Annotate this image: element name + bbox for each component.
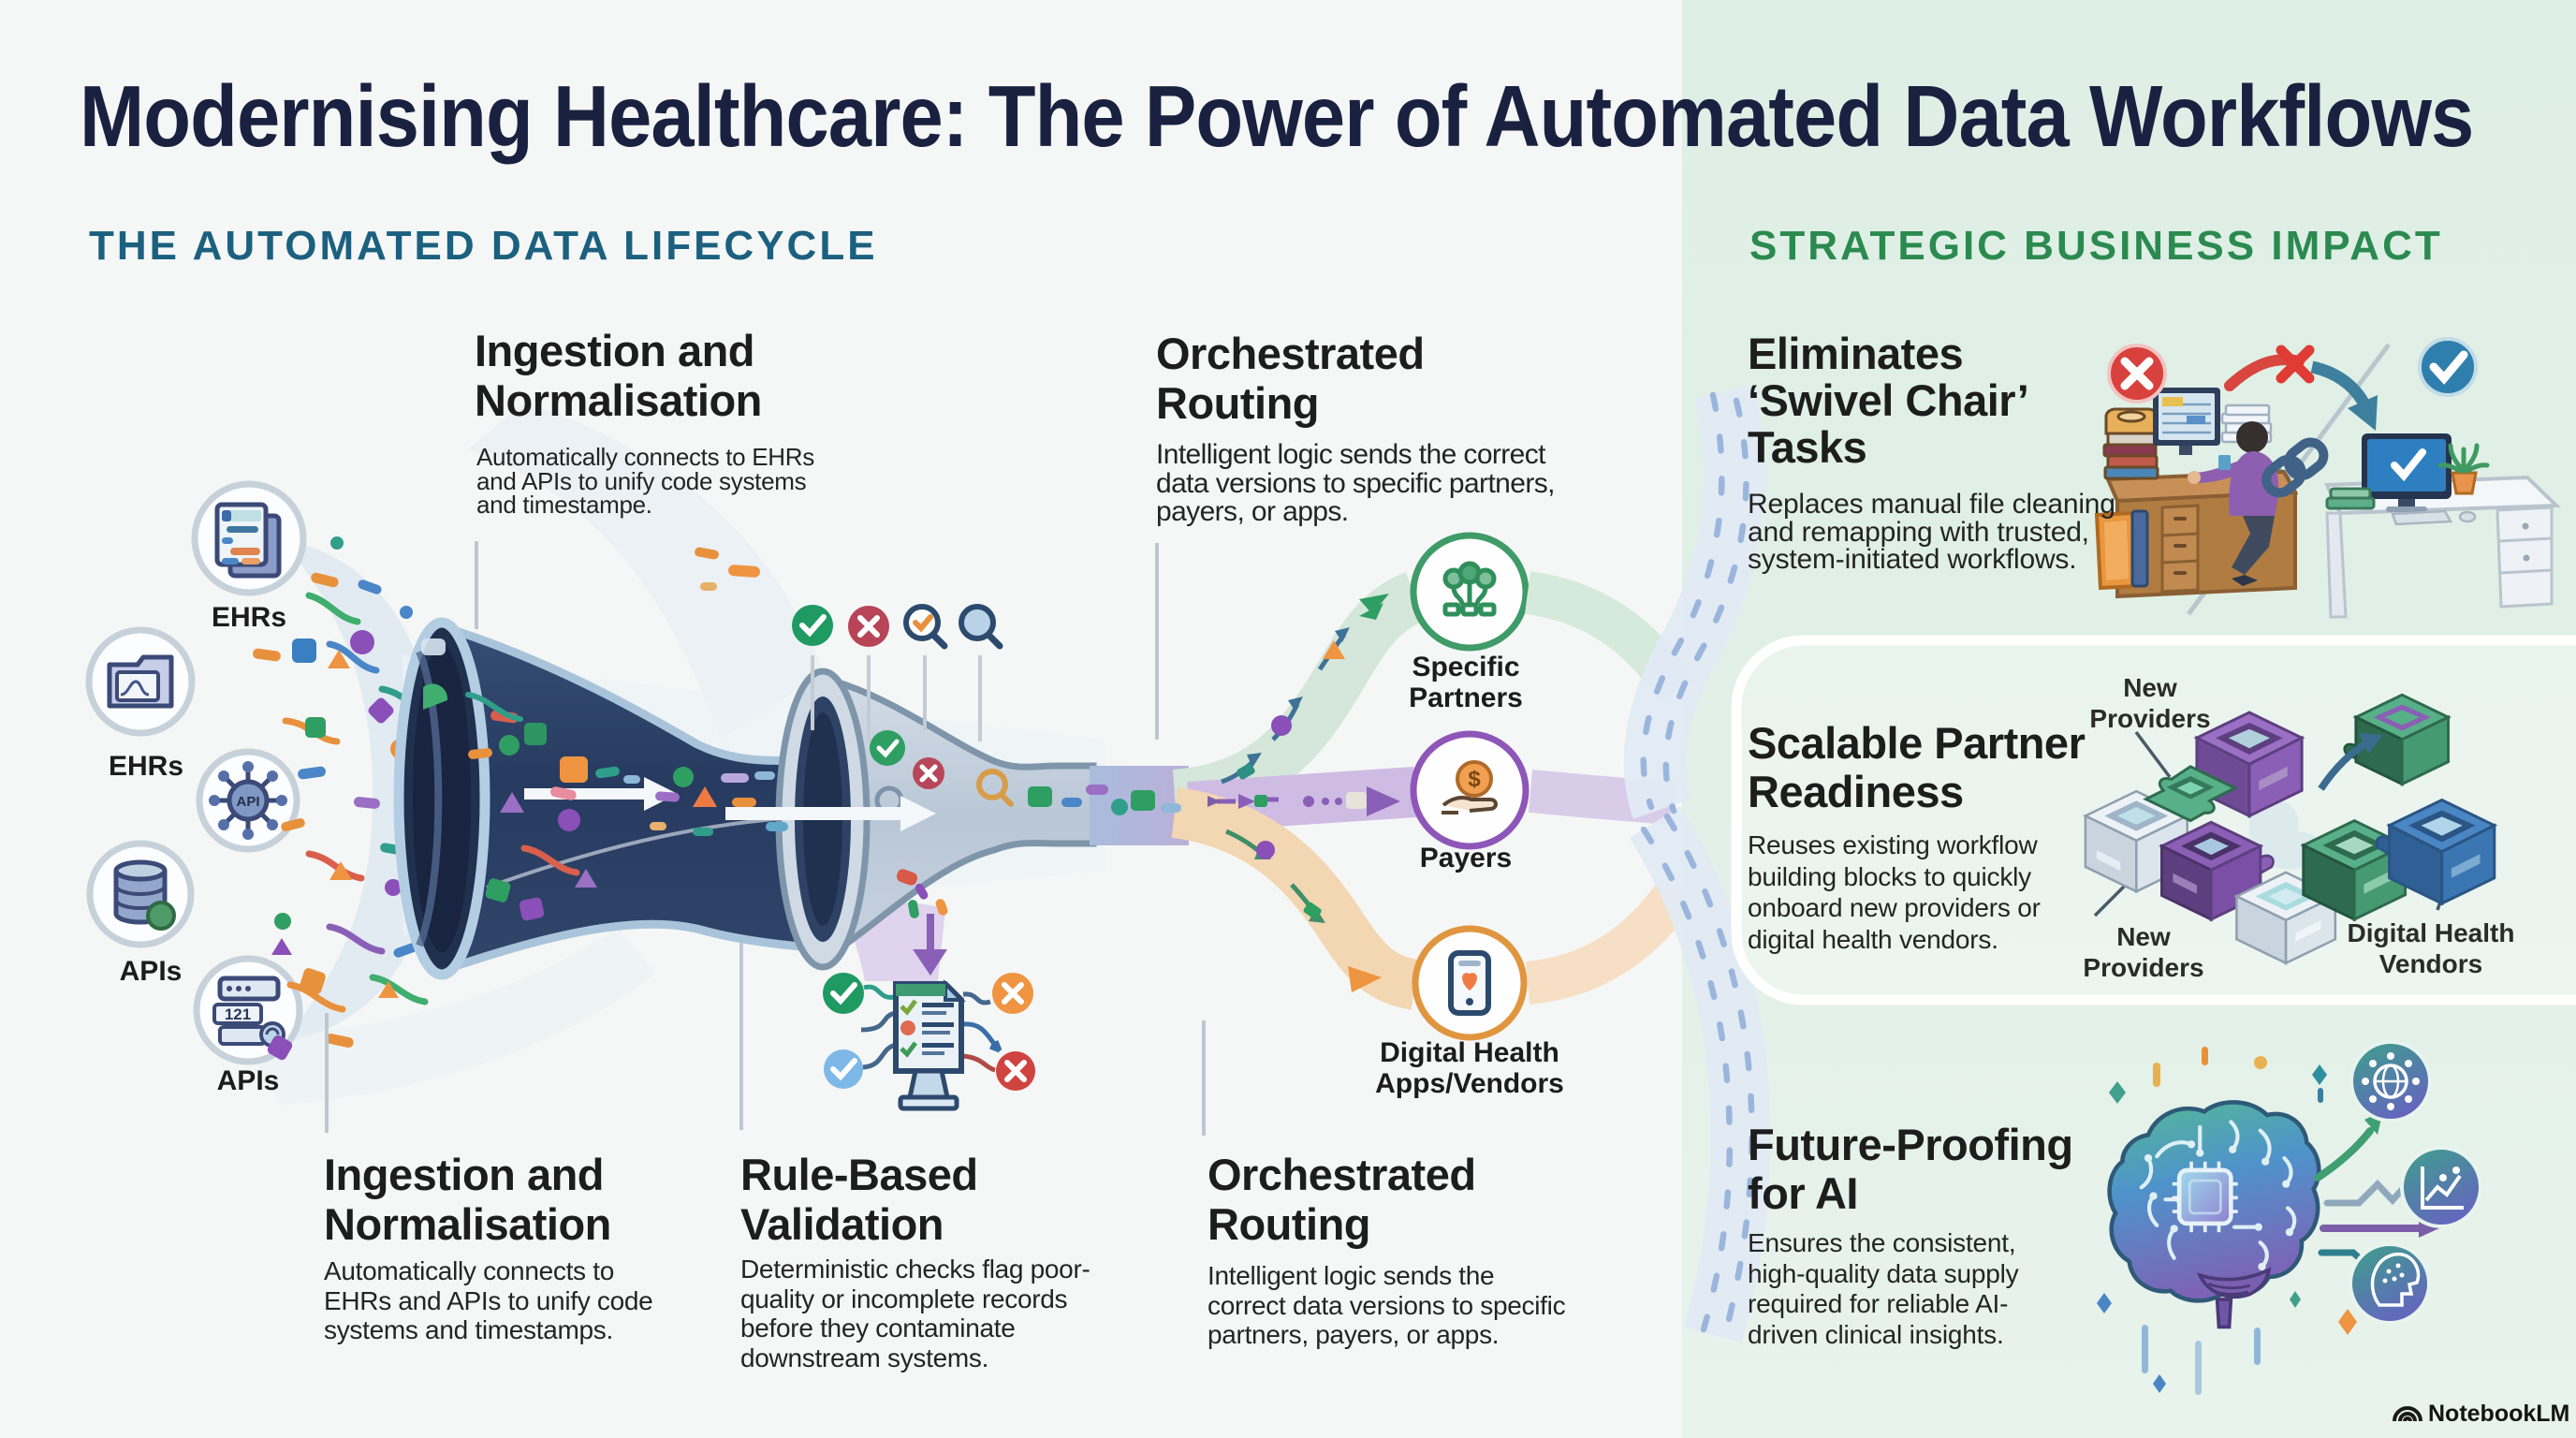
- svg-text:$: $: [1468, 767, 1481, 792]
- svg-text:API: API: [236, 794, 259, 810]
- svg-text:121: 121: [225, 1005, 251, 1023]
